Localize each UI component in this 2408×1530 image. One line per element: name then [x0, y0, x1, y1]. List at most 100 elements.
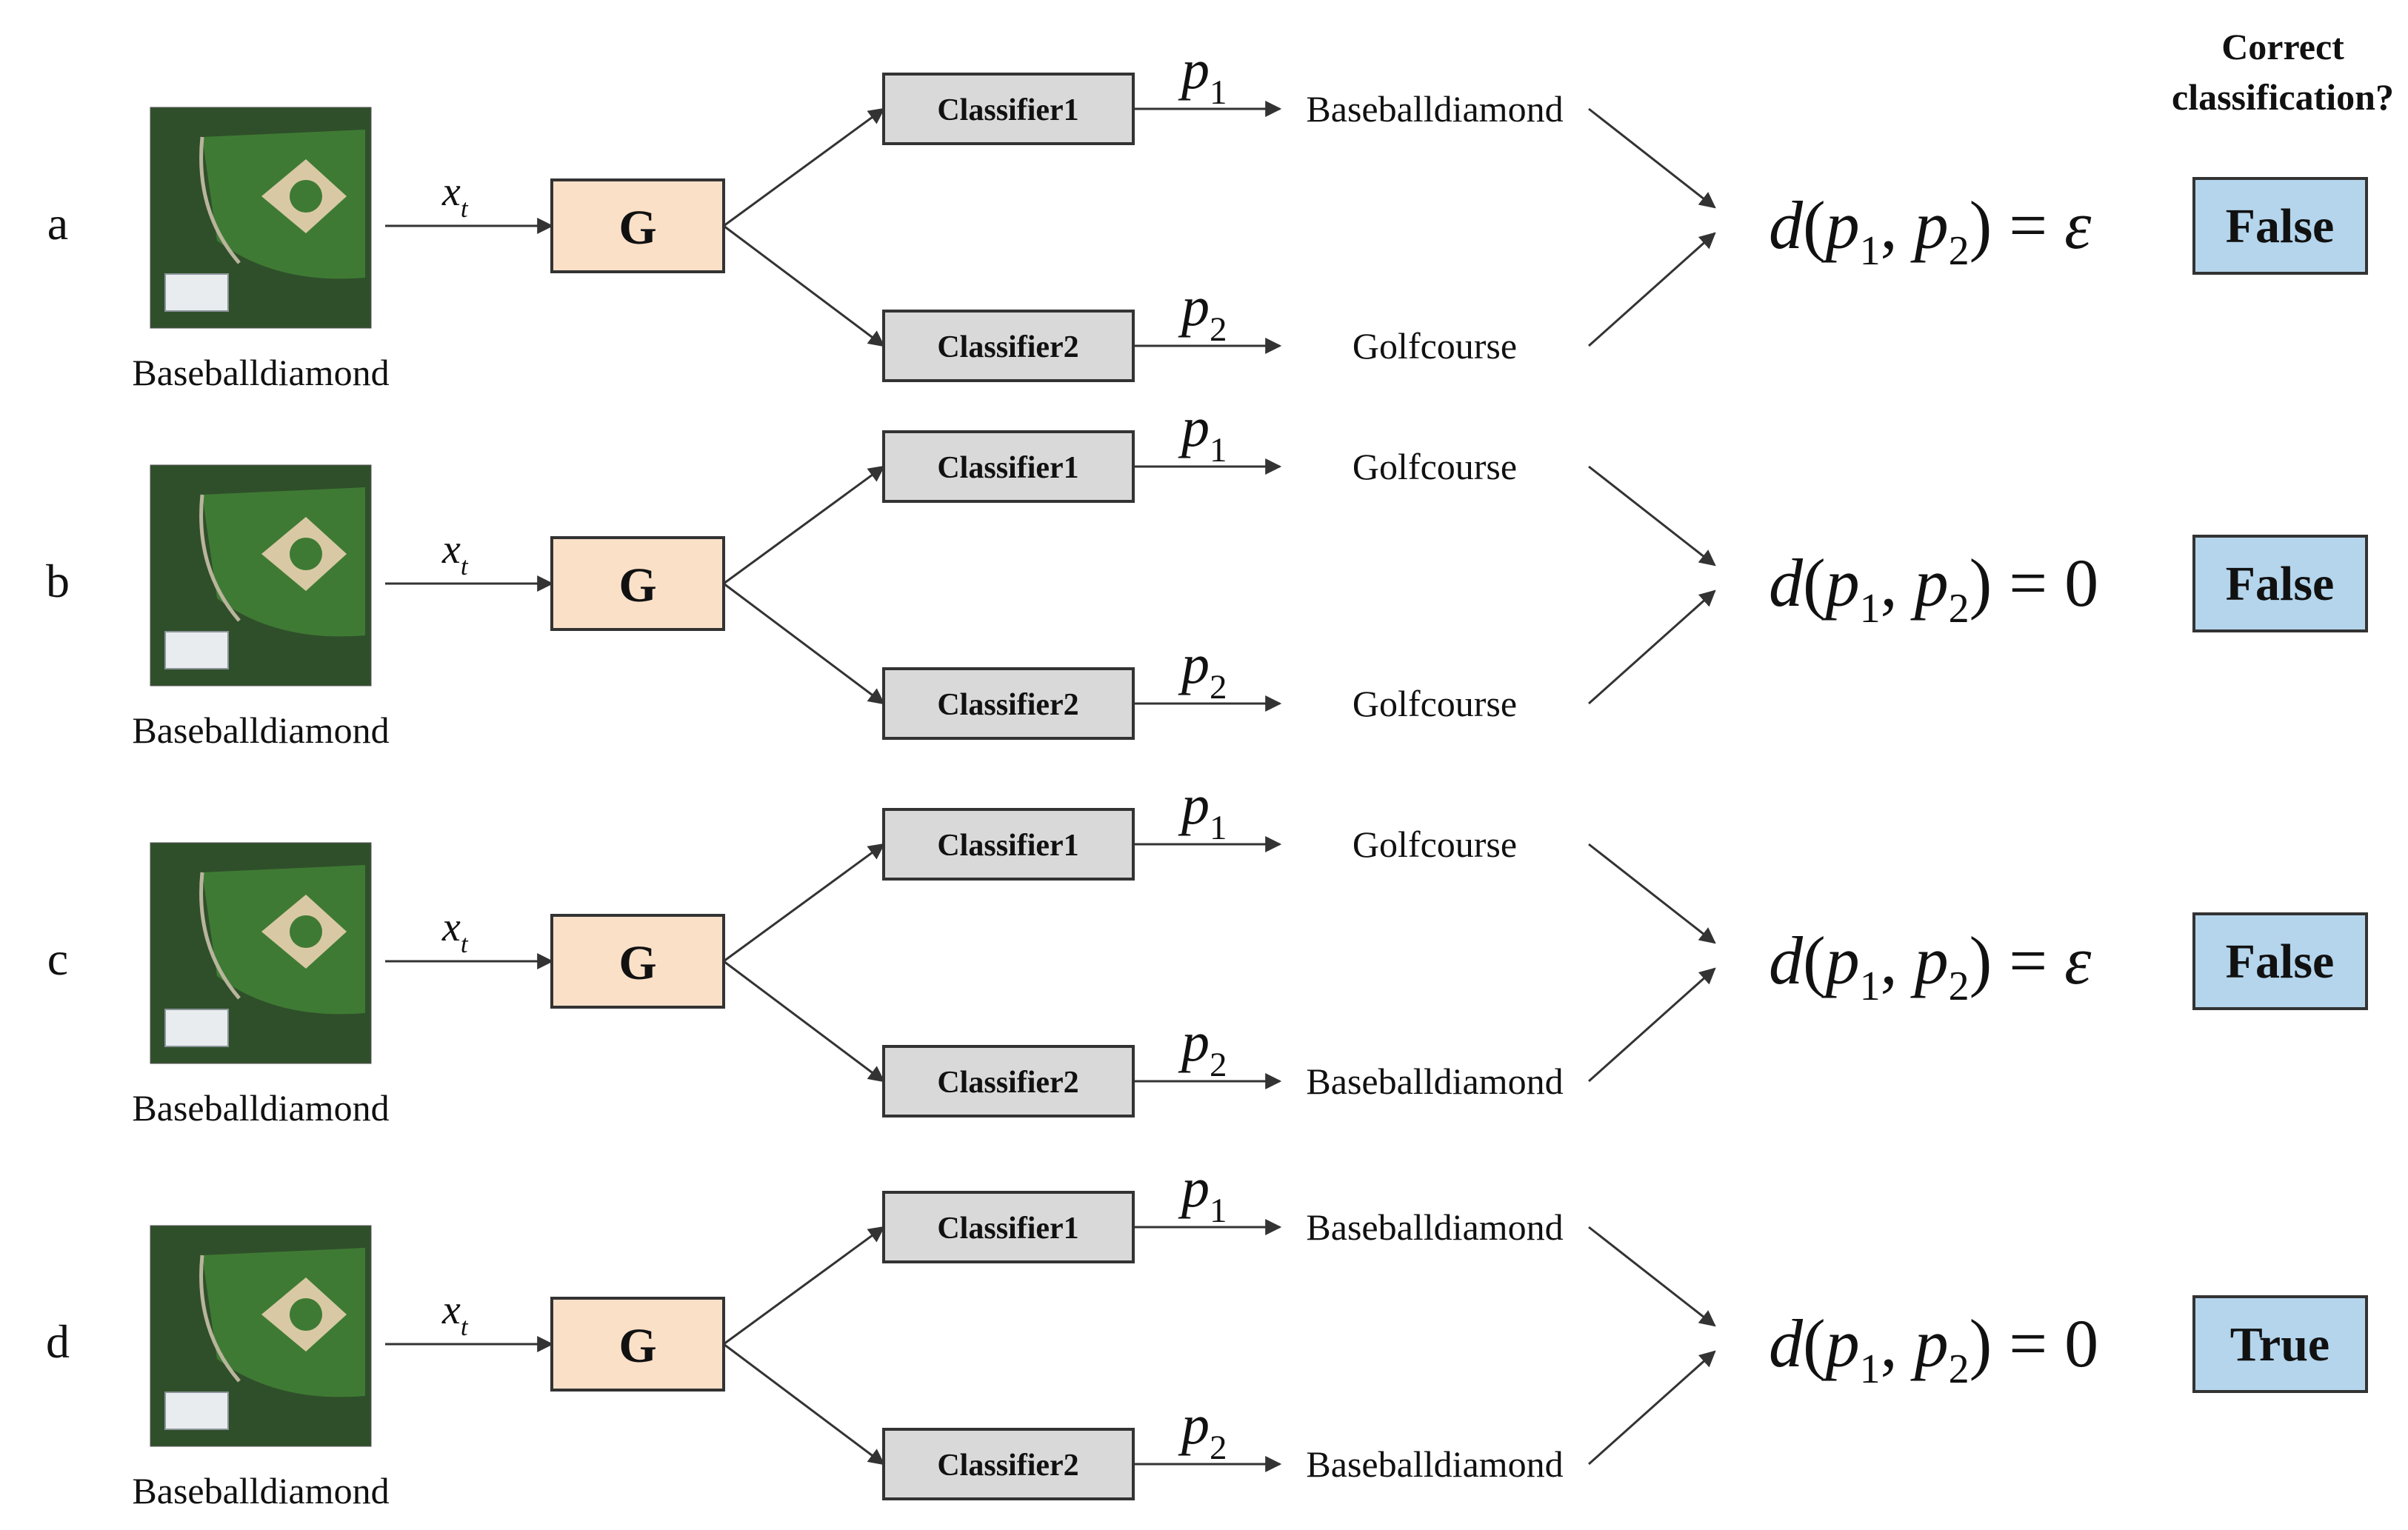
formula-close-paren: ) [1970, 545, 1992, 621]
formula-p2: p [1910, 923, 1949, 998]
thumbnail-frame [150, 842, 372, 1064]
prediction1-to-distance-arrow [1588, 843, 1716, 944]
prediction1: Baseballdiamond [1306, 88, 1563, 130]
input-variable-subscript: t [461, 552, 469, 581]
prediction2-to-distance-arrow [1588, 1350, 1716, 1466]
generator-to-classifier2-arrow [723, 224, 885, 347]
prediction2: Baseballdiamond [1306, 1060, 1563, 1102]
distance-formula: d(p1, p2) = 0 [1769, 1306, 2098, 1392]
p2-label-subscript: 2 [1210, 310, 1227, 349]
prediction1-to-distance-arrow [1588, 465, 1716, 567]
formula-close-paren: ) [1970, 187, 1992, 263]
classifier2-box [882, 310, 1135, 382]
distance-value: 0 [2064, 545, 2098, 621]
input-variable-letter: x [441, 169, 461, 215]
generator-to-classifier1-arrow [723, 465, 885, 585]
formula-comma: , [1881, 187, 1915, 263]
formula-sub2: 2 [1949, 963, 1970, 1009]
p2-label: p2 [1178, 1394, 1227, 1467]
prediction2-to-distance-arrow [1588, 589, 1716, 705]
input-variable-subscript: t [461, 929, 469, 958]
classifier2-label: Classifier2 [937, 688, 1078, 722]
formula-d: d [1769, 187, 1804, 263]
classifier2-box [882, 1428, 1135, 1500]
input-variable: xt [441, 169, 469, 223]
baseball-field-thumbnail [150, 464, 372, 687]
generator-to-classifier2-arrow [723, 1343, 885, 1466]
p1-label-subscript: 1 [1210, 431, 1227, 470]
input-variable-subscript: t [461, 1312, 469, 1341]
generator-to-classifier1-arrow [723, 107, 885, 227]
formula-p1: p [1821, 545, 1860, 621]
thumbnail-frame [150, 464, 372, 687]
prediction1-to-distance-arrow [1588, 107, 1716, 209]
p1-label-letter: p [1178, 396, 1210, 458]
p1-label-subscript: 1 [1210, 1192, 1227, 1230]
input-variable: xt [441, 527, 469, 581]
distance-value: ε [2064, 923, 2092, 998]
row-letter: b [46, 555, 70, 607]
p1-label-subscript: 1 [1210, 73, 1227, 112]
generator-box [550, 914, 725, 1009]
p1-label-letter: p [1178, 1157, 1210, 1219]
formula-p1: p [1821, 187, 1860, 263]
classifier1-box [882, 430, 1135, 503]
baseball-field-thumbnail [150, 1225, 372, 1447]
prediction2-to-distance-arrow [1588, 967, 1716, 1083]
result-box [2192, 912, 2368, 1010]
formula-d: d [1769, 923, 1804, 998]
formula-p1: p [1821, 923, 1860, 998]
formula-close-paren: ) [1970, 1306, 1992, 1381]
formula-sub2: 2 [1949, 228, 1970, 274]
input-variable-letter: x [441, 1287, 461, 1333]
formula-comma: , [1881, 545, 1915, 621]
formula-open-paren: ( [1803, 545, 1826, 621]
p1-label: p1 [1178, 1157, 1227, 1230]
formula-comma: , [1881, 923, 1915, 998]
thumbnail-infield-grass [290, 180, 322, 213]
p1-label-letter: p [1178, 39, 1210, 101]
image-label: Baseballdiamond [132, 352, 389, 393]
classifier1-box [882, 73, 1135, 145]
p2-label-letter: p [1178, 1011, 1210, 1073]
baseball-field-thumbnail [150, 107, 372, 329]
classifier1-label: Classifier1 [937, 829, 1078, 863]
thumbnail-building [164, 1009, 229, 1047]
baseball-field-thumbnail [150, 842, 372, 1064]
generator-label: G [618, 201, 656, 255]
thumbnail-path [199, 872, 241, 1000]
classifier1-label: Classifier1 [937, 451, 1078, 485]
thumbnail-building [164, 1392, 229, 1430]
p2-label: p2 [1178, 275, 1227, 349]
prediction2-to-distance-arrow [1588, 232, 1716, 347]
classifier1-label: Classifier1 [937, 93, 1078, 127]
classifier2-label: Classifier2 [937, 1449, 1078, 1483]
result-box [2192, 177, 2368, 275]
formula-p2: p [1910, 1306, 1949, 1381]
input-variable: xt [441, 904, 469, 958]
thumbnail-building [164, 631, 229, 669]
formula-open-paren: ( [1803, 187, 1826, 263]
thumbnail-infield-grass [290, 538, 322, 570]
header-line1: Correct [2221, 26, 2344, 67]
thumbnail-infield-grass [290, 915, 322, 948]
p2-label: p2 [1178, 1011, 1227, 1084]
thumbnail-path [199, 494, 241, 622]
formula-close-paren: ) [1970, 923, 1992, 998]
formula-sub2: 2 [1949, 1346, 1970, 1392]
formula-p2: p [1910, 187, 1949, 263]
formula-p1: p [1821, 1306, 1860, 1381]
classifier1-label: Classifier1 [937, 1212, 1078, 1246]
classifier2-label: Classifier2 [937, 1066, 1078, 1100]
p2-label-subscript: 2 [1210, 668, 1227, 706]
formula-sub1: 1 [1860, 1346, 1881, 1392]
input-variable: xt [441, 1287, 469, 1341]
prediction1: Golfcourse [1353, 824, 1517, 865]
generator-to-classifier2-arrow [723, 582, 885, 705]
classifier2-label: Classifier2 [937, 330, 1078, 364]
prediction2: Golfcourse [1353, 683, 1517, 724]
